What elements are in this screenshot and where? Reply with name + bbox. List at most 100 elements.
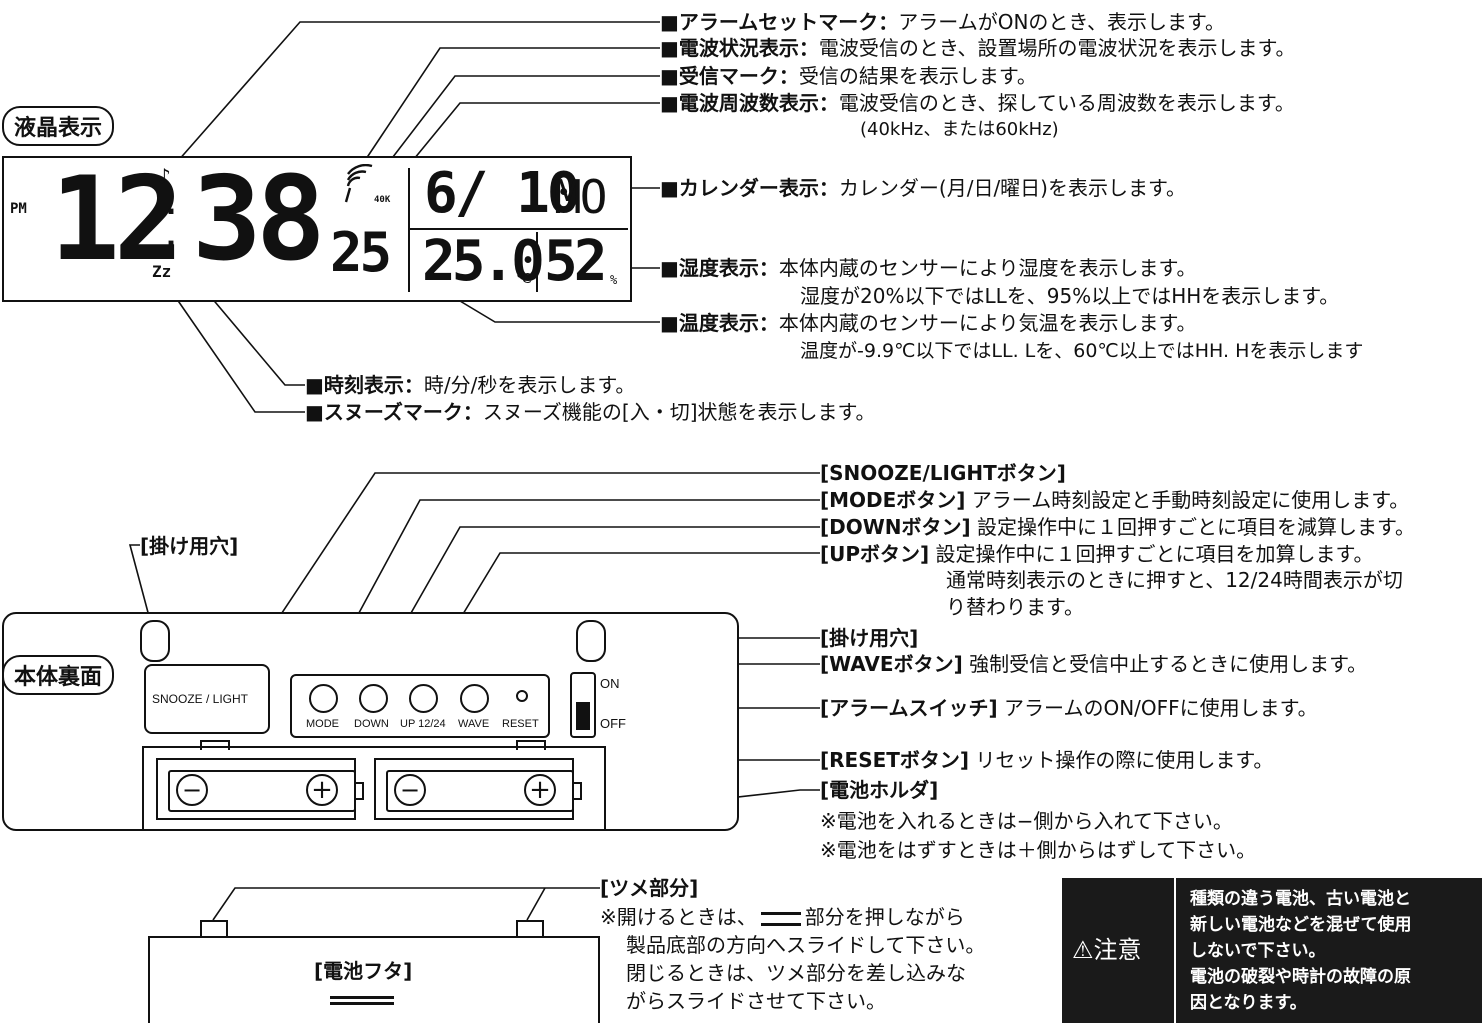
back-section-title: 本体裏面 bbox=[2, 655, 115, 695]
lcd-display: PM 12 · · 38 25 Zz ♪ 40K 6/ 10 MO 25.0 ℃… bbox=[2, 156, 632, 302]
label-humidity: ■湿度表示：本体内蔵のセンサーにより湿度を表示します。 bbox=[660, 256, 1197, 280]
battery-terminal-right bbox=[572, 782, 582, 800]
wave-button[interactable] bbox=[460, 684, 489, 713]
caution-heading: ⚠注意 bbox=[1072, 936, 1142, 964]
mode-button[interactable] bbox=[309, 684, 338, 713]
switch-on-label: ON bbox=[600, 676, 620, 691]
mode-label: MODE bbox=[306, 718, 339, 730]
label-down: [DOWNボタン] 設定操作中に１回押すごとに項目を減算します。 bbox=[820, 515, 1416, 539]
wave-label: WAVE bbox=[458, 718, 490, 730]
lcd-divider-vertical bbox=[408, 168, 410, 292]
label-up: [UPボタン] 設定操作中に１回押すごとに項目を加算します。 bbox=[820, 542, 1374, 566]
label-battery-note1: ※電池を入れるときは−側から入れて下さい。 bbox=[820, 809, 1233, 833]
battery-holder: − + − + bbox=[142, 740, 606, 829]
label-temperature: ■温度表示：本体内蔵のセンサーにより気温を表示します。 bbox=[660, 311, 1197, 335]
button-panel: MODE DOWN UP 12/24 WAVE RESET bbox=[290, 674, 550, 738]
alarm-switch[interactable] bbox=[570, 672, 596, 738]
label-alarm-mark: ■アラームセットマーク：アラームがONのとき、表示します。 bbox=[660, 10, 1225, 34]
leader-claw-right bbox=[526, 887, 546, 921]
minus-icon: − bbox=[394, 774, 426, 806]
temperature-digits: 25.0 bbox=[422, 229, 545, 294]
signal-wave-icon bbox=[344, 164, 373, 203]
second-digits: 25 bbox=[330, 221, 392, 284]
pm-indicator: PM bbox=[10, 201, 27, 217]
alarm-switch-knob[interactable] bbox=[576, 702, 590, 730]
holder-tab-right bbox=[516, 740, 546, 750]
label-mode: [MODEボタン] アラーム時刻設定と手動時刻設定に使用します。 bbox=[820, 488, 1410, 512]
label-hang-right: [掛け用穴] bbox=[820, 626, 919, 650]
humidity-digits: 52 bbox=[544, 229, 607, 294]
battery-slot-left: − + bbox=[156, 758, 364, 820]
leader-signal-status bbox=[351, 47, 660, 181]
leader-alarm-mark bbox=[169, 21, 660, 171]
claw-left bbox=[200, 920, 228, 938]
press-mark-line-2 bbox=[330, 1002, 394, 1005]
label-wave: [WAVEボタン] 強制受信と受信中止するときに使用します。 bbox=[820, 652, 1368, 676]
label-up-note2: り替わります。 bbox=[946, 595, 1084, 619]
hang-hole-left bbox=[140, 620, 170, 662]
minus-icon: − bbox=[176, 774, 208, 806]
snooze-light-button[interactable]: SNOOZE / LIGHT bbox=[144, 664, 270, 734]
label-humidity-note: 湿度が20%以下ではLLを、95%以上ではHHを表示します。 bbox=[800, 284, 1340, 308]
cover-line4: がらスライドさせて下さい。 bbox=[626, 989, 886, 1013]
label-battery-note2: ※電池をはずすときは＋側からはずして下さい。 bbox=[820, 838, 1257, 862]
label-hang-left: [掛け用穴] bbox=[140, 534, 239, 558]
holder-tab-left bbox=[200, 740, 230, 750]
lcd-divider-horizontal bbox=[408, 228, 628, 230]
hang-hole-right bbox=[576, 620, 606, 662]
weekday-digits: MO bbox=[554, 170, 607, 224]
up-label: UP 12/24 bbox=[400, 718, 446, 730]
label-temperature-note: 温度が-9.9℃以下ではLL. Lを、60℃以上ではHH. Hを表示します bbox=[800, 340, 1364, 362]
cover-line3: 閉じるときは、ツメ部分を差し込みな bbox=[626, 961, 966, 985]
battery-slot-right: − + bbox=[374, 758, 582, 820]
snooze-light-label: SNOOZE / LIGHT bbox=[152, 692, 249, 706]
up-button[interactable] bbox=[409, 684, 438, 713]
leader-snooze-light bbox=[239, 472, 820, 677]
battery-left: − + bbox=[168, 770, 364, 812]
label-snooze: ■スヌーズマーク：スヌーズ機能の[入・切]状態を表示します。 bbox=[305, 400, 876, 424]
battery-cover-label: [電池フタ] bbox=[314, 959, 413, 983]
label-time: ■時刻表示：時/分/秒を表示します。 bbox=[305, 373, 636, 397]
leader-hang-left bbox=[128, 544, 151, 621]
colon-bottom: · bbox=[162, 227, 181, 262]
label-alarm-switch: [アラームスイッチ] アラームのON/OFFに使用します。 bbox=[820, 696, 1318, 720]
temperature-unit: ℃ bbox=[516, 271, 532, 287]
reset-button[interactable] bbox=[516, 690, 528, 702]
leader-claw-left bbox=[212, 887, 600, 921]
leader-time bbox=[204, 289, 305, 386]
claw-right bbox=[516, 920, 544, 938]
down-label: DOWN bbox=[354, 718, 389, 730]
leader-temperature bbox=[454, 297, 660, 323]
press-mark-icon bbox=[760, 911, 801, 926]
label-claw: [ツメ部分] bbox=[600, 876, 699, 900]
label-up-note1: 通常時刻表示のときに押すと、12/24時間表示が切 bbox=[946, 568, 1403, 592]
label-frequency: ■電波周波数表示：電波受信のとき、探している周波数を表示します。 bbox=[660, 91, 1295, 115]
colon-top: · bbox=[162, 195, 181, 230]
frequency-indicator: 40K bbox=[374, 195, 391, 205]
lcd-section-title: 液晶表示 bbox=[2, 106, 115, 146]
battery-right: − + bbox=[386, 770, 582, 812]
press-mark-line-1 bbox=[330, 996, 394, 999]
lcd-divider-humidity bbox=[536, 232, 538, 292]
hour-digits: 12 bbox=[50, 152, 184, 287]
leader-snooze bbox=[171, 291, 305, 413]
caution-divider bbox=[1174, 878, 1176, 1023]
minute-digits: 38 bbox=[192, 152, 326, 287]
snooze-mark: Zz bbox=[152, 262, 172, 281]
cover-line1: ※開けるときは、部分を押しながら bbox=[600, 905, 965, 929]
label-reception-mark: ■受信マーク：受信の結果を表示します。 bbox=[660, 64, 1037, 88]
battery-cover: [電池フタ] bbox=[148, 920, 600, 1023]
caution-box: ⚠注意 種類の違う電池、古い電池と 新しい電池などを混ぜて使用 しないで下さい。… bbox=[1062, 878, 1482, 1023]
plus-icon: + bbox=[306, 774, 338, 806]
label-snooze-light: [SNOOZE/LIGHTボタン] bbox=[820, 461, 1066, 485]
warning-icon: ⚠ bbox=[1072, 936, 1094, 964]
label-signal-status: ■電波状況表示：電波受信のとき、設置場所の電波状況を表示します。 bbox=[660, 36, 1296, 60]
date-digits: 6/ 10 bbox=[424, 161, 581, 226]
battery-terminal-left bbox=[354, 782, 364, 800]
down-button[interactable] bbox=[359, 684, 388, 713]
label-reset: [RESETボタン] リセット操作の際に使用します。 bbox=[820, 748, 1274, 772]
label-calendar: ■カレンダー表示：カレンダー(月/日/曜日)を表示します。 bbox=[660, 176, 1186, 200]
label-battery-holder: [電池ホルダ] bbox=[820, 778, 939, 802]
reset-label: RESET bbox=[502, 718, 539, 730]
label-frequency-note: (40kHz、または60kHz) bbox=[860, 119, 1059, 140]
